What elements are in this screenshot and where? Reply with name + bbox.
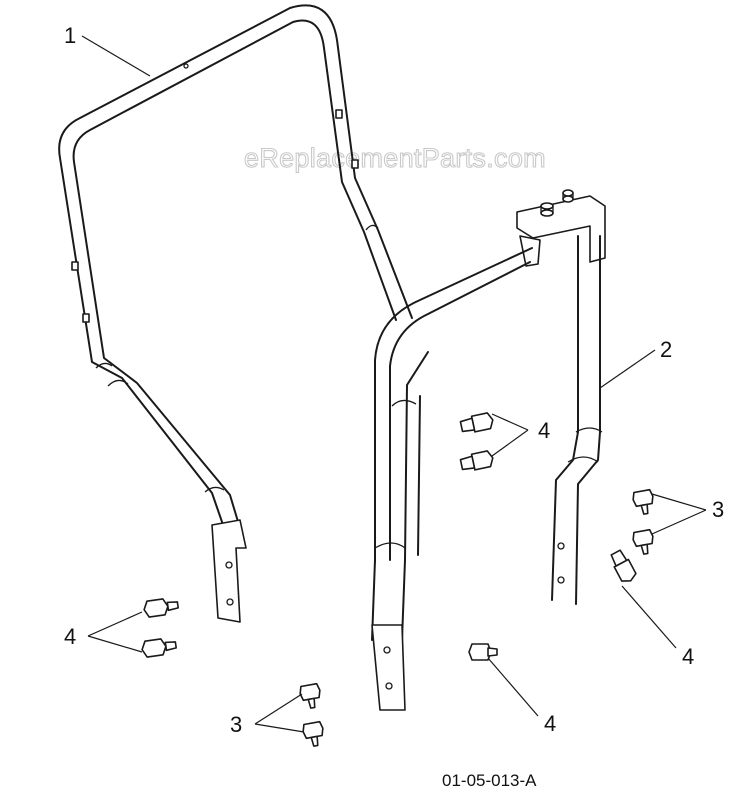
- bolt-center-lower[interactable]: [459, 450, 495, 472]
- watermark-text: eReplacementParts.com: [244, 143, 546, 173]
- callout-4-center: 4: [538, 418, 550, 443]
- callout-3-bottom: 3: [230, 712, 242, 737]
- callout-4-right: 4: [682, 644, 694, 669]
- screw-bottom-upper[interactable]: [299, 682, 323, 709]
- bolt-bottom-center[interactable]: [468, 643, 498, 661]
- callout-1: 1: [64, 23, 76, 48]
- callout-4-bottom: 4: [544, 711, 556, 736]
- lower-handle-part-2[interactable]: [371, 189, 606, 711]
- upper-handle-part-1[interactable]: [58, 4, 413, 623]
- bolt-left-upper[interactable]: [143, 597, 180, 618]
- screw-right-upper[interactable]: [632, 488, 656, 515]
- bolt-right-angled[interactable]: [609, 549, 638, 585]
- callout-3-right: 3: [712, 497, 724, 522]
- bolt-center-upper[interactable]: [459, 412, 495, 434]
- drawing-number: 01-05-013-A: [442, 771, 537, 790]
- leader-lines: [81, 35, 707, 733]
- screw-bottom-lower[interactable]: [302, 720, 326, 747]
- callout-4-left: 4: [64, 624, 76, 649]
- bolt-left-lower[interactable]: [141, 637, 178, 658]
- callout-2: 2: [660, 337, 672, 362]
- screw-right-lower[interactable]: [632, 528, 656, 555]
